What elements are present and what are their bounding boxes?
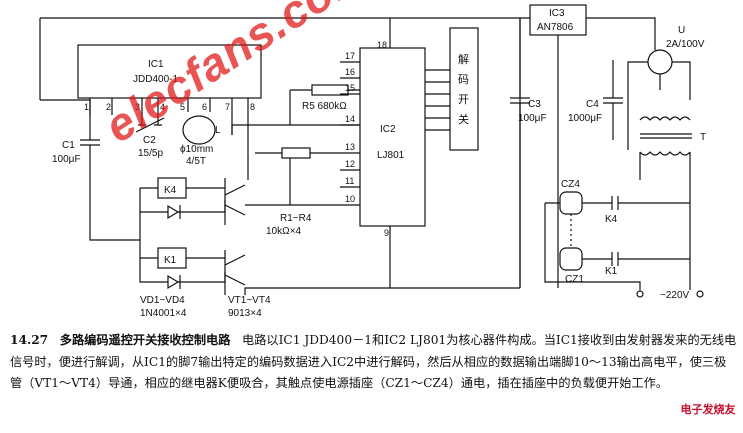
capacitor-c4: C4 1000μF — [568, 60, 623, 140]
ic1-pin-2: 2 — [106, 102, 111, 112]
c3-value: 100μF — [518, 113, 547, 124]
caption-title: 多路编码遥控开关接收控制电路 — [59, 333, 231, 347]
ic1-pin-8: 8 — [250, 102, 255, 112]
ic2-pin-10: 10 — [345, 194, 355, 204]
k4-contact-label: K4 — [605, 214, 618, 225]
figure-caption: 14.27 多路编码遥控开关接收控制电路 电路以IC1 JDD400－1和IC2… — [10, 330, 738, 395]
decoder-switch: 解 码 开 关 — [425, 27, 479, 151]
caption-body: 电路以IC1 JDD400－1和IC2 LJ801为核心器件构成。当IC1接收到… — [10, 333, 737, 390]
capacitor-c3: C3 100μF — [510, 18, 547, 288]
ic3-body — [529, 4, 587, 36]
ic2-name: IC2 — [380, 124, 396, 135]
vt-value: 9013×4 — [228, 308, 262, 319]
switch-char-3: 开 — [458, 94, 469, 106]
mains-terminal-right — [696, 290, 704, 298]
transformer-t: T — [639, 116, 706, 200]
resistor-r5: R5 680kΩ — [289, 84, 360, 125]
ic2-pin-15: 15 — [345, 83, 355, 93]
ground-rail — [244, 287, 520, 295]
c2-label: C2 — [143, 135, 156, 146]
r5-label: R5 680kΩ — [302, 101, 347, 112]
ic3-name: IC3 — [549, 8, 565, 19]
ic2-pin-18: 18 — [377, 40, 387, 50]
bridge-rectifier-u: U 2A/100V — [627, 25, 705, 150]
supply-rail — [40, 17, 656, 40]
ic1-pin-3: 3 — [135, 102, 140, 112]
data-line-pin7 — [231, 124, 360, 135]
ic1-pin-7: 7 — [225, 102, 230, 112]
c4-value: 1000μF — [568, 113, 602, 124]
c1-label: C1 — [62, 140, 75, 151]
switch-char-1: 解 — [458, 52, 469, 66]
relay-k4: K4 — [139, 177, 255, 225]
ic1-body — [77, 44, 262, 99]
ic2-model: LJ801 — [377, 150, 405, 161]
ic2-pin-13: 13 — [345, 142, 355, 152]
socket-cz1: CZ1 K1 — [544, 200, 691, 290]
socket-cz4: CZ4 K4 — [544, 179, 690, 245]
ic2-pin-11: 11 — [345, 176, 354, 186]
cz4-label: CZ4 — [561, 179, 580, 190]
r1r4-value: 10kΩ×4 — [266, 226, 301, 237]
c4-label: C4 — [586, 99, 599, 110]
relay-k1: K1 — [89, 165, 246, 295]
ic1-name: IC1 — [148, 59, 164, 70]
k1-contact-label: K1 — [605, 266, 618, 277]
cz1-label: CZ1 — [565, 274, 584, 285]
ic2-body — [359, 47, 426, 227]
c2-value: 15/5p — [138, 148, 163, 159]
ic2-pin-16: 16 — [345, 67, 355, 77]
k1-label: K1 — [164, 255, 177, 266]
switch-char-2: 码 — [458, 73, 469, 86]
ic1-pin-5: 5 — [180, 102, 185, 112]
ic1-pin-6: 6 — [202, 102, 207, 112]
ic2-pin-17: 17 — [345, 51, 355, 61]
ic2-pin-14: 14 — [345, 114, 355, 124]
c1-value: 100μF — [52, 154, 81, 165]
ic2-left-pins: 17 16 15 14 13 12 11 10 — [255, 51, 360, 206]
resistor-r1-r4: R1~R4 10kΩ×4 — [255, 147, 312, 237]
ic3-model: AN7806 — [537, 22, 574, 33]
ic2-pin-9: 9 — [384, 228, 389, 238]
ic1-model: JDD400-1 — [133, 74, 178, 85]
r1r4-label: R1~R4 — [280, 213, 312, 224]
capacitor-c2: C2 15/5p — [135, 108, 165, 159]
vd-value: 1N4001×4 — [140, 308, 187, 319]
ic1-pins: 1 2 3 4 5 6 7 8 — [84, 98, 255, 180]
regulator-wires — [519, 18, 559, 288]
mains-terminal-left — [636, 290, 644, 298]
k4-label: K4 — [164, 185, 177, 196]
caption-number: 14.27 — [10, 333, 49, 347]
bridge-value: 2A/100V — [666, 39, 705, 50]
circuit-diagram: IC1 JDD400-1 1 2 3 4 5 6 7 8 C1 100μF C2… — [39, 4, 706, 319]
bridge-label: U — [678, 25, 685, 36]
vd-label: VD1~VD4 — [140, 295, 185, 306]
coil-size: ϕ10mm — [180, 144, 213, 155]
coil-l: L ϕ10mm 4/5T — [180, 115, 221, 167]
coil-turns: 4/5T — [186, 156, 206, 167]
c3-label: C3 — [528, 99, 541, 110]
capacitor-c1: C1 100μF — [40, 99, 100, 165]
ic1-pin-4: 4 — [160, 102, 165, 112]
transformer-label: T — [700, 132, 706, 143]
coil-l-label: L — [215, 125, 221, 136]
vt-label: VT1~VT4 — [228, 295, 271, 306]
ic2-pin-12: 12 — [345, 159, 355, 169]
mains-label: ~220V — [660, 290, 690, 301]
switch-char-4: 关 — [458, 112, 469, 126]
ic1-pin-1: 1 — [84, 102, 89, 112]
site-logo: 电子发烧友 — [680, 403, 736, 416]
